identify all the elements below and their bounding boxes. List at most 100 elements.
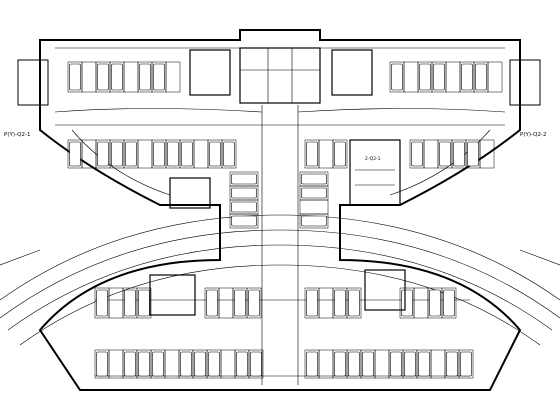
parked-car bbox=[153, 63, 165, 91]
parked-car bbox=[301, 173, 327, 185]
parking-stall bbox=[487, 61, 503, 93]
parking-stall bbox=[193, 139, 209, 169]
parked-car bbox=[475, 63, 487, 91]
parking-stall bbox=[479, 139, 495, 169]
parked-car bbox=[111, 141, 123, 167]
stair-north-left bbox=[189, 49, 231, 96]
parked-car bbox=[97, 141, 109, 167]
parking-stall bbox=[458, 349, 474, 379]
parking-stall bbox=[81, 61, 97, 93]
parked-car bbox=[231, 173, 257, 185]
parking-stall bbox=[123, 61, 139, 93]
parked-car bbox=[401, 289, 413, 317]
parked-car bbox=[306, 289, 318, 317]
parked-car bbox=[208, 351, 220, 377]
parked-car bbox=[194, 351, 206, 377]
parked-car bbox=[248, 289, 260, 317]
parked-car bbox=[124, 289, 136, 317]
parked-car bbox=[419, 63, 431, 91]
parked-car bbox=[152, 351, 164, 377]
north-core-room bbox=[239, 47, 321, 104]
parked-car bbox=[418, 351, 430, 377]
parked-car bbox=[209, 141, 221, 167]
ramp-curves bbox=[0, 214, 560, 346]
parking-stall bbox=[221, 139, 237, 169]
parking-stall bbox=[346, 287, 362, 319]
parked-car bbox=[138, 289, 150, 317]
parking-stall bbox=[218, 287, 234, 319]
drawing-labels: P(Y)-Q2-1 P(Y)-Q2-2 2-Q2-1 bbox=[4, 132, 546, 162]
parked-car bbox=[411, 141, 423, 167]
parked-car bbox=[153, 141, 165, 167]
parked-car bbox=[301, 187, 327, 199]
panel-tag-left: P(Y)-Q2-1 bbox=[4, 132, 30, 138]
parked-car bbox=[453, 141, 465, 167]
parked-car bbox=[181, 141, 193, 167]
parking-stall bbox=[332, 139, 348, 169]
building-outline bbox=[38, 29, 522, 391]
parked-car bbox=[96, 289, 108, 317]
parked-car bbox=[334, 289, 346, 317]
parking-stall bbox=[165, 61, 181, 93]
parked-car bbox=[69, 63, 81, 91]
parked-car bbox=[234, 289, 246, 317]
parked-car bbox=[461, 63, 473, 91]
parked-car bbox=[460, 351, 472, 377]
parked-car bbox=[306, 351, 318, 377]
parked-car bbox=[236, 351, 248, 377]
parking-stall bbox=[430, 349, 446, 379]
parked-car bbox=[125, 141, 137, 167]
parked-car bbox=[250, 351, 262, 377]
parking-stall bbox=[413, 287, 429, 319]
parked-car bbox=[404, 351, 416, 377]
parked-car bbox=[362, 351, 374, 377]
parking-stall bbox=[374, 349, 390, 379]
parked-car bbox=[301, 215, 327, 227]
room-far-east bbox=[509, 59, 541, 106]
parking-stall bbox=[441, 287, 457, 319]
center-equipment-room bbox=[349, 139, 401, 206]
parked-car bbox=[111, 63, 123, 91]
parking-stall bbox=[137, 139, 153, 169]
parked-car bbox=[439, 141, 451, 167]
parked-car bbox=[167, 141, 179, 167]
panel-tag-right: P(Y)-Q2-2 bbox=[520, 132, 546, 138]
parking-stall bbox=[220, 349, 236, 379]
parked-car bbox=[348, 351, 360, 377]
parked-car bbox=[429, 289, 441, 317]
parked-car bbox=[97, 63, 109, 91]
parking-stall bbox=[229, 213, 259, 229]
parked-car bbox=[306, 141, 318, 167]
parked-car bbox=[96, 351, 108, 377]
parked-car bbox=[390, 351, 402, 377]
parked-car bbox=[334, 351, 346, 377]
stair-south-west bbox=[149, 274, 196, 316]
parked-car bbox=[446, 351, 458, 377]
parking-stall bbox=[136, 287, 152, 319]
parked-car bbox=[138, 351, 150, 377]
parking-stall bbox=[164, 349, 180, 379]
stair-north-right bbox=[331, 49, 373, 96]
parking-stall bbox=[403, 61, 419, 93]
parked-car bbox=[433, 63, 445, 91]
parking-stall bbox=[108, 349, 124, 379]
parked-car bbox=[124, 351, 136, 377]
parked-car bbox=[467, 141, 479, 167]
parking-stall bbox=[246, 287, 262, 319]
parked-car bbox=[391, 63, 403, 91]
room-far-west bbox=[17, 59, 49, 106]
parked-car bbox=[231, 187, 257, 199]
parked-car bbox=[69, 141, 81, 167]
parked-car bbox=[223, 141, 235, 167]
parking-stall bbox=[318, 349, 334, 379]
stair-south-east bbox=[364, 269, 406, 311]
parking-stall bbox=[299, 213, 329, 229]
parked-car bbox=[443, 289, 455, 317]
parking-stall bbox=[445, 61, 461, 93]
parked-car bbox=[348, 289, 360, 317]
parking-stall bbox=[108, 287, 124, 319]
parking-stall bbox=[248, 349, 264, 379]
parked-car bbox=[334, 141, 346, 167]
parking-stall bbox=[318, 139, 334, 169]
